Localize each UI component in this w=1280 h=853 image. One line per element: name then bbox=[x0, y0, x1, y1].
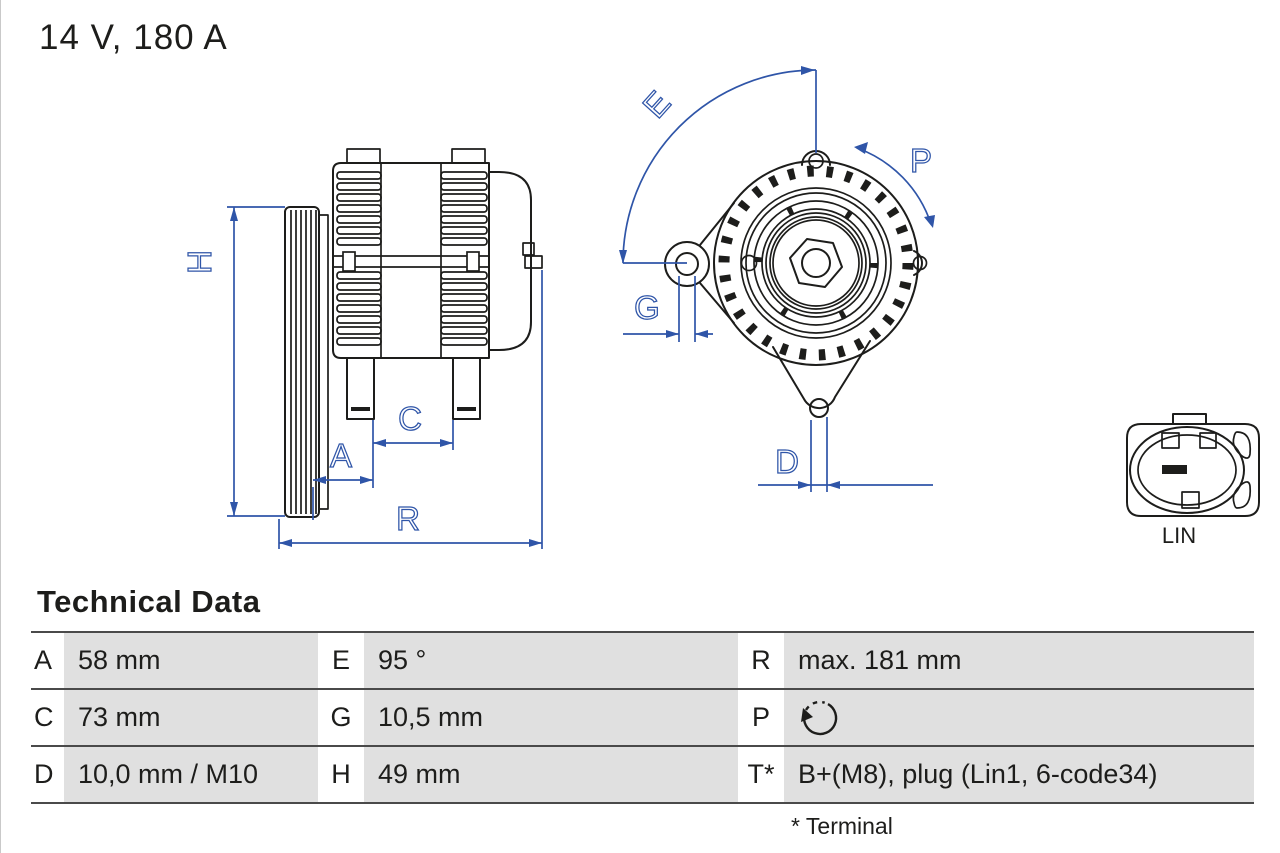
rotation-direction-icon bbox=[801, 700, 838, 735]
top-lug-hole bbox=[808, 153, 824, 169]
bottom-arm-hole bbox=[809, 398, 829, 418]
technical-data-section: Technical Data A 58 mm E 95 ° R max. 181… bbox=[31, 584, 1254, 840]
right-lug-hole bbox=[912, 255, 928, 271]
mounting-arm-boss bbox=[664, 241, 710, 287]
connector-label: LIN bbox=[1162, 523, 1196, 548]
dimension-label-H: H bbox=[181, 250, 218, 274]
spec-value: 10,0 mm / M10 bbox=[64, 747, 318, 802]
lin-connector-drawing: LIN bbox=[1126, 413, 1260, 548]
page-title: 14 V, 180 A bbox=[39, 18, 228, 57]
mounting-foot-right bbox=[452, 357, 481, 420]
terminal-footnote: * Terminal bbox=[791, 813, 893, 839]
spec-value: max. 181 mm bbox=[784, 633, 1254, 688]
cooling-fins-icon bbox=[336, 171, 488, 346]
dimension-label-C: C bbox=[398, 400, 422, 437]
terminal-stub-1 bbox=[522, 242, 535, 256]
alternator-body bbox=[332, 162, 490, 359]
spec-key: E bbox=[331, 645, 350, 675]
spec-key: P bbox=[751, 702, 770, 732]
spec-value: B+(M8), plug (Lin1, 6-code34) bbox=[784, 747, 1254, 802]
pulley-grooves-icon bbox=[290, 210, 317, 514]
dimension-H: H bbox=[180, 206, 285, 517]
spec-key: G bbox=[330, 702, 352, 732]
spec-value: 95 ° bbox=[364, 633, 738, 688]
spec-key: A bbox=[34, 645, 53, 675]
segmented-ring bbox=[753, 200, 879, 326]
dimension-label-R: R bbox=[396, 500, 420, 537]
connector-key-2 bbox=[1199, 432, 1217, 449]
table-row: A 58 mm E 95 ° R max. 181 mm bbox=[31, 631, 1254, 688]
dimension-label-D: D bbox=[775, 443, 799, 480]
side-view-drawing: H C A R bbox=[180, 148, 543, 549]
connector-key-1 bbox=[1161, 432, 1180, 449]
top-ear-left bbox=[346, 148, 381, 164]
mounting-foot-left bbox=[346, 357, 375, 420]
dimension-label-G: G bbox=[634, 289, 660, 326]
dimension-ACR: C A R bbox=[278, 270, 543, 549]
spec-value: 58 mm bbox=[64, 633, 318, 688]
spec-value: 49 mm bbox=[364, 747, 738, 802]
connector-tab bbox=[1172, 413, 1207, 425]
vent-slot-ring bbox=[718, 165, 914, 361]
connector-pin bbox=[1162, 465, 1187, 474]
dimension-G: G bbox=[623, 276, 713, 342]
bottom-arm bbox=[772, 340, 871, 410]
technical-data-table: A 58 mm E 95 ° R max. 181 mm C 73 mm G 1… bbox=[31, 631, 1254, 804]
dimension-label-P: P bbox=[910, 142, 932, 179]
pulley-collar bbox=[318, 214, 329, 510]
spec-key: T* bbox=[747, 759, 775, 789]
shaft-hex-nut bbox=[789, 238, 843, 288]
front-view-drawing: E P G D bbox=[619, 66, 935, 492]
bolt-nut-right bbox=[466, 251, 480, 272]
dimension-P: P bbox=[854, 141, 935, 228]
table-row: D 10,0 mm / M10 H 49 mm T* B+(M8), plug … bbox=[31, 745, 1254, 802]
connector-key-3 bbox=[1181, 491, 1200, 509]
connector-outline bbox=[1126, 423, 1260, 517]
dimension-label-E: E bbox=[635, 84, 677, 125]
table-row: C 73 mm G 10,5 mm P bbox=[31, 688, 1254, 745]
dimension-D: D bbox=[758, 417, 933, 492]
spec-value: 73 mm bbox=[64, 690, 318, 745]
pulley bbox=[284, 206, 320, 518]
bolt-nut-left bbox=[342, 251, 356, 272]
spec-value bbox=[784, 690, 1254, 745]
spec-key: D bbox=[34, 759, 54, 789]
terminal-stub-2 bbox=[524, 255, 543, 269]
top-ear-right bbox=[451, 148, 486, 164]
dimension-label-A: A bbox=[330, 437, 352, 474]
technical-data-heading: Technical Data bbox=[37, 584, 261, 619]
spec-key: C bbox=[34, 702, 54, 732]
mounting-arm-hole bbox=[675, 252, 699, 276]
rear-cover bbox=[488, 171, 532, 351]
spec-key: H bbox=[331, 759, 351, 789]
spec-value: 10,5 mm bbox=[364, 690, 738, 745]
spec-key: R bbox=[751, 645, 771, 675]
